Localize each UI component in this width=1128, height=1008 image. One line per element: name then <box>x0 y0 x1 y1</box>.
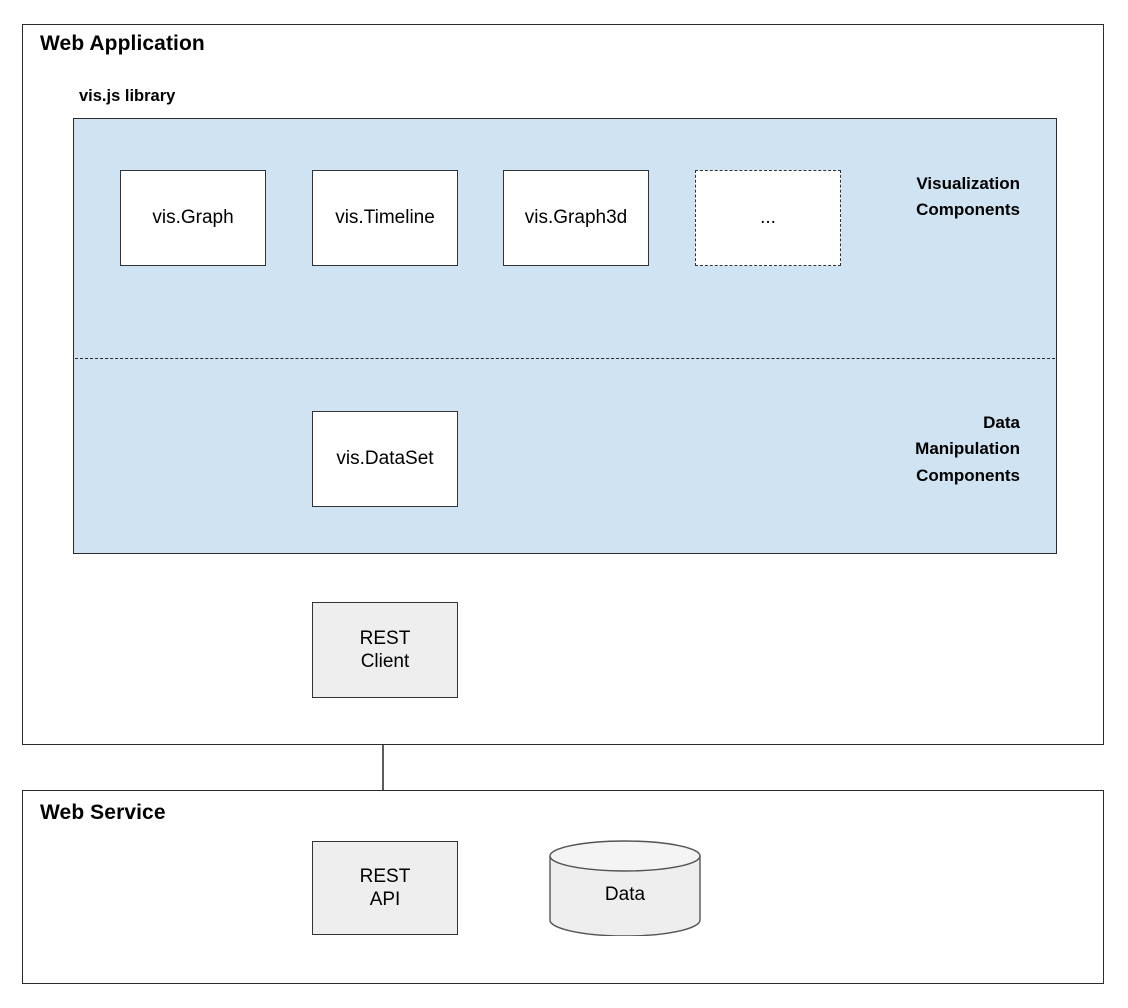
node-vis-timeline[interactable]: vis.Timeline <box>312 170 458 266</box>
node-data-store-label: Data <box>604 884 646 905</box>
container-title-web-application: Web Application <box>40 32 205 55</box>
node-vis-graph3d[interactable]: vis.Graph3d <box>503 170 649 266</box>
node-rest-client-label: REST Client <box>359 627 411 672</box>
zone-label-visualization: Visualization Components <box>916 174 1020 220</box>
node-more-components-label: ... <box>760 207 776 229</box>
container-title-web-service: Web Service <box>40 801 166 824</box>
node-rest-client[interactable]: REST Client <box>312 602 458 698</box>
database-cylinder-icon <box>549 840 701 937</box>
node-vis-dataset-label: vis.DataSet <box>336 448 434 470</box>
node-rest-api[interactable]: REST API <box>312 841 458 935</box>
node-vis-timeline-label: vis.Timeline <box>335 207 435 229</box>
node-rest-api-label: REST API <box>359 865 411 910</box>
node-vis-graph[interactable]: vis.Graph <box>120 170 266 266</box>
node-vis-graph3d-label: vis.Graph3d <box>524 207 628 229</box>
node-more-components[interactable]: ... <box>695 170 841 266</box>
node-data-store[interactable]: Data <box>548 840 702 937</box>
library-panel-title: vis.js library <box>79 87 176 105</box>
library-panel-zone-divider <box>75 358 1055 359</box>
zone-label-data-manipulation: Data Manipulation Components <box>915 413 1020 485</box>
node-vis-graph-label: vis.Graph <box>152 207 234 229</box>
node-vis-dataset[interactable]: vis.DataSet <box>312 411 458 507</box>
